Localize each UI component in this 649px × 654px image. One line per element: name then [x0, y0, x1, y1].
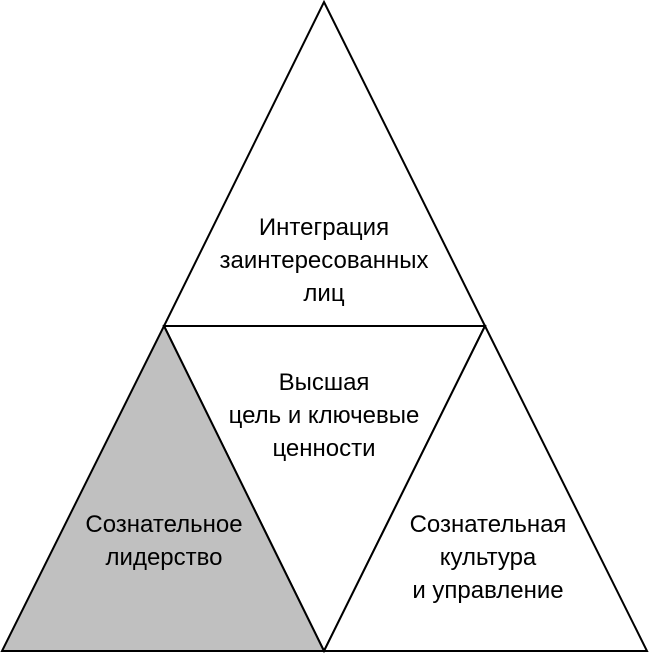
top-label-line-3: лиц [303, 280, 345, 307]
center-triangle-label: Высшая цель и ключевые ценности [174, 366, 474, 465]
left-label-line-1: Сознательное [85, 511, 243, 538]
center-label-line-2: цель и ключевые [228, 402, 420, 429]
top-label-line-2: заинтересованных [219, 247, 429, 274]
left-triangle-label: Сознательное лидерство [14, 508, 314, 574]
center-label-line-3: ценности [272, 435, 376, 462]
left-triangle [0, 323, 326, 652]
right-label-line-1: Сознательная [409, 511, 567, 538]
top-label-line-1: Интеграция [258, 214, 390, 241]
left-label-line-2: лидерство [105, 544, 223, 571]
top-triangle-label: Интеграция заинтересованных лиц [174, 211, 474, 310]
right-label-line-2: культура [439, 544, 537, 571]
right-label-line-3: и управление [412, 577, 564, 604]
right-triangle [322, 323, 649, 652]
center-label-line-1: Высшая [278, 369, 370, 396]
right-triangle-label: Сознательная культура и управление [338, 508, 638, 607]
